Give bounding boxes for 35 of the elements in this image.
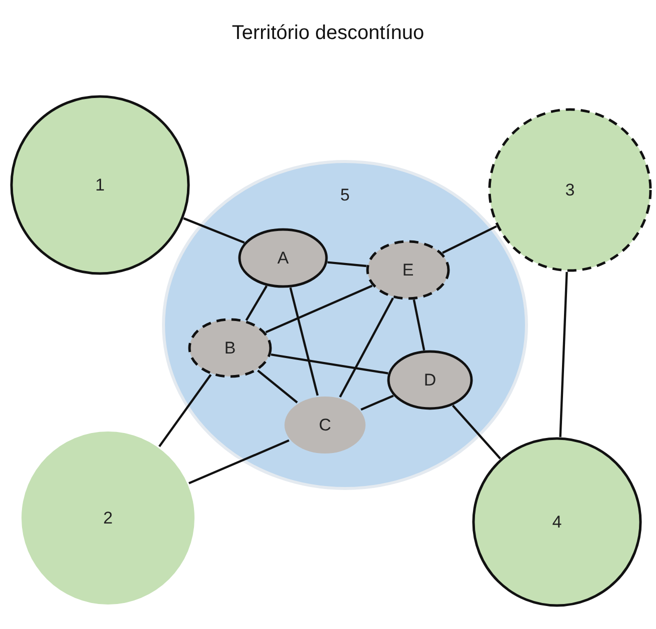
connector-line [442,225,497,254]
region-circle [488,108,652,272]
connector-line [289,287,319,396]
region-circle [20,430,196,606]
node-label: 4 [552,514,562,530]
connector-line [183,217,245,244]
node-label: E [402,262,414,278]
diagram-title: Território descontínuo [230,22,426,45]
connector-line [257,370,298,404]
node-label: 2 [103,510,113,526]
node-label: A [277,250,289,266]
ellipse-node [283,395,367,455]
connector-line [339,297,394,398]
node-label: 3 [565,182,575,198]
node-label: 5 [340,186,350,204]
ellipse-node [366,240,450,300]
connector-line [265,284,373,334]
connector-line [327,261,366,268]
connector-line [412,299,426,351]
region-circle [472,437,642,607]
connector-line [188,439,290,484]
node-label: C [318,416,332,434]
connector-line [270,354,388,374]
node-label: D [424,372,436,388]
connector-line [158,374,212,448]
ellipse-node [238,228,328,288]
region-circle [10,95,190,275]
connector-line [245,285,268,321]
ellipse-node [387,350,473,410]
ellipse-node [188,318,272,378]
connector-line [360,394,394,411]
connector-line [452,404,502,460]
connector-line [559,272,568,438]
node-label: 1 [95,176,105,194]
node-label: B [224,340,236,356]
